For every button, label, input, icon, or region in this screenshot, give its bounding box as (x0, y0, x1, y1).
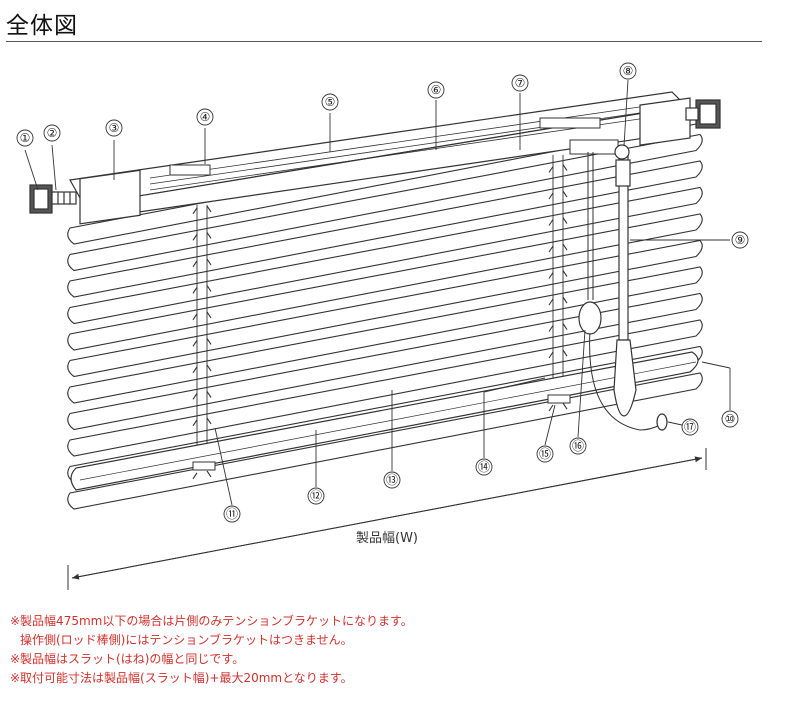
note-4: ※取付可能寸法は製品幅(スラット幅)+最大20mmとなります。 (10, 671, 353, 685)
title-divider (6, 41, 762, 42)
ladder-rung (548, 323, 568, 332)
svg-text:⑥: ⑥ (431, 83, 442, 97)
lift-cord (587, 152, 661, 431)
note-2: 操作側(ロッド棒側)にはテンションブラケットはつきません。 (20, 633, 353, 647)
slat (67, 133, 703, 272)
ladder-rung (548, 217, 568, 226)
bottom-clip-left (192, 461, 216, 471)
end-cap-right (639, 97, 691, 146)
callout-6: ⑥ (427, 81, 445, 99)
page-title: 全体図 (6, 13, 78, 39)
ladder-rung (548, 296, 568, 306)
svg-text:⑧: ⑧ (623, 64, 634, 78)
blind-diagram: ① ② ③ ④ ⑤ ⑥ ⑦ ⑧ ⑨ ⑩ ⑪ ⑫ ⑬ ⑭ ⑮ ⑯ ⑰ (16, 62, 749, 590)
cord-weight (578, 301, 602, 335)
ladder-rung (548, 190, 568, 200)
callout-7: ⑦ (511, 74, 529, 92)
bottom-clip-right (547, 394, 571, 404)
note-3: ※製品幅はスラット(はね)の幅と同じです。 (10, 652, 245, 666)
cord-tassel (656, 413, 668, 431)
notes: ※製品幅475mm以下の場合は片側のみテンションブラケットになります。 操作側(… (10, 612, 413, 688)
callout-11: ⑪ (223, 505, 241, 523)
ladder-rung (192, 391, 212, 400)
ladder-rung (548, 164, 568, 173)
svg-text:③: ③ (109, 121, 120, 135)
ladder-rung (192, 364, 212, 374)
svg-text:④: ④ (200, 110, 211, 124)
svg-text:⑰: ⑰ (684, 420, 696, 434)
callout-1: ① (16, 129, 34, 147)
ladder-rung (192, 205, 212, 215)
leader-lines (24, 79, 731, 506)
callout-2: ② (43, 124, 61, 142)
ladder-rung (192, 338, 212, 347)
svg-text:⑯: ⑯ (572, 439, 584, 453)
tilt-mechanism (169, 117, 619, 176)
svg-text:①: ① (20, 131, 31, 145)
width-dimension (67, 448, 707, 590)
callout-5: ⑤ (321, 93, 339, 111)
svg-text:⑪: ⑪ (226, 507, 238, 521)
slat (67, 319, 703, 457)
callout-15: ⑮ (536, 445, 554, 463)
svg-text:②: ② (47, 126, 58, 140)
slat (67, 160, 703, 298)
svg-text:⑦: ⑦ (515, 76, 526, 90)
tension-bracket-left (29, 184, 77, 214)
ladder-rung (192, 258, 212, 268)
end-cap-left (79, 169, 141, 225)
svg-text:⑭: ⑭ (478, 460, 490, 474)
svg-text:⑮: ⑮ (539, 447, 551, 461)
slat (67, 186, 703, 325)
tension-bracket-right (685, 99, 721, 129)
slat (67, 266, 703, 404)
ladder-rung (192, 232, 212, 241)
ladder-rung (548, 402, 568, 412)
svg-text:⑬: ⑬ (386, 473, 398, 487)
ladder-rung (548, 270, 568, 279)
slat (67, 213, 703, 351)
callout-14: ⑭ (475, 458, 493, 476)
callout-16: ⑯ (569, 437, 587, 455)
slat (67, 372, 703, 510)
slat-group (67, 107, 703, 510)
callout-8: ⑧ (619, 62, 637, 80)
svg-text:⑫: ⑫ (310, 489, 322, 503)
ladder-rung (548, 349, 568, 359)
ladder-rung (548, 243, 568, 253)
product-width-label: 製品幅(W) (356, 531, 418, 546)
svg-text:⑩: ⑩ (725, 412, 736, 426)
slat (67, 239, 703, 378)
callout-12: ⑫ (307, 487, 325, 505)
callout-10: ⑩ (721, 410, 739, 428)
callout-13: ⑬ (383, 471, 401, 489)
note-1: ※製品幅475mm以下の場合は片側のみテンションブラケットになります。 (10, 614, 413, 628)
bottom-rail (70, 351, 699, 491)
ladder-rung (192, 311, 212, 321)
ladder-rung (192, 470, 212, 480)
callout-4: ④ (196, 108, 214, 126)
callout-9: ⑨ (731, 231, 749, 249)
ladder-cords (196, 155, 564, 470)
slat (67, 292, 703, 431)
tilt-wand (613, 144, 637, 417)
ladder-rung (192, 285, 212, 294)
ladder-rung (192, 417, 212, 427)
callout-17: ⑰ (681, 418, 699, 436)
svg-text:⑤: ⑤ (325, 95, 336, 109)
svg-text:⑨: ⑨ (735, 233, 746, 247)
callout-3: ③ (105, 119, 123, 137)
